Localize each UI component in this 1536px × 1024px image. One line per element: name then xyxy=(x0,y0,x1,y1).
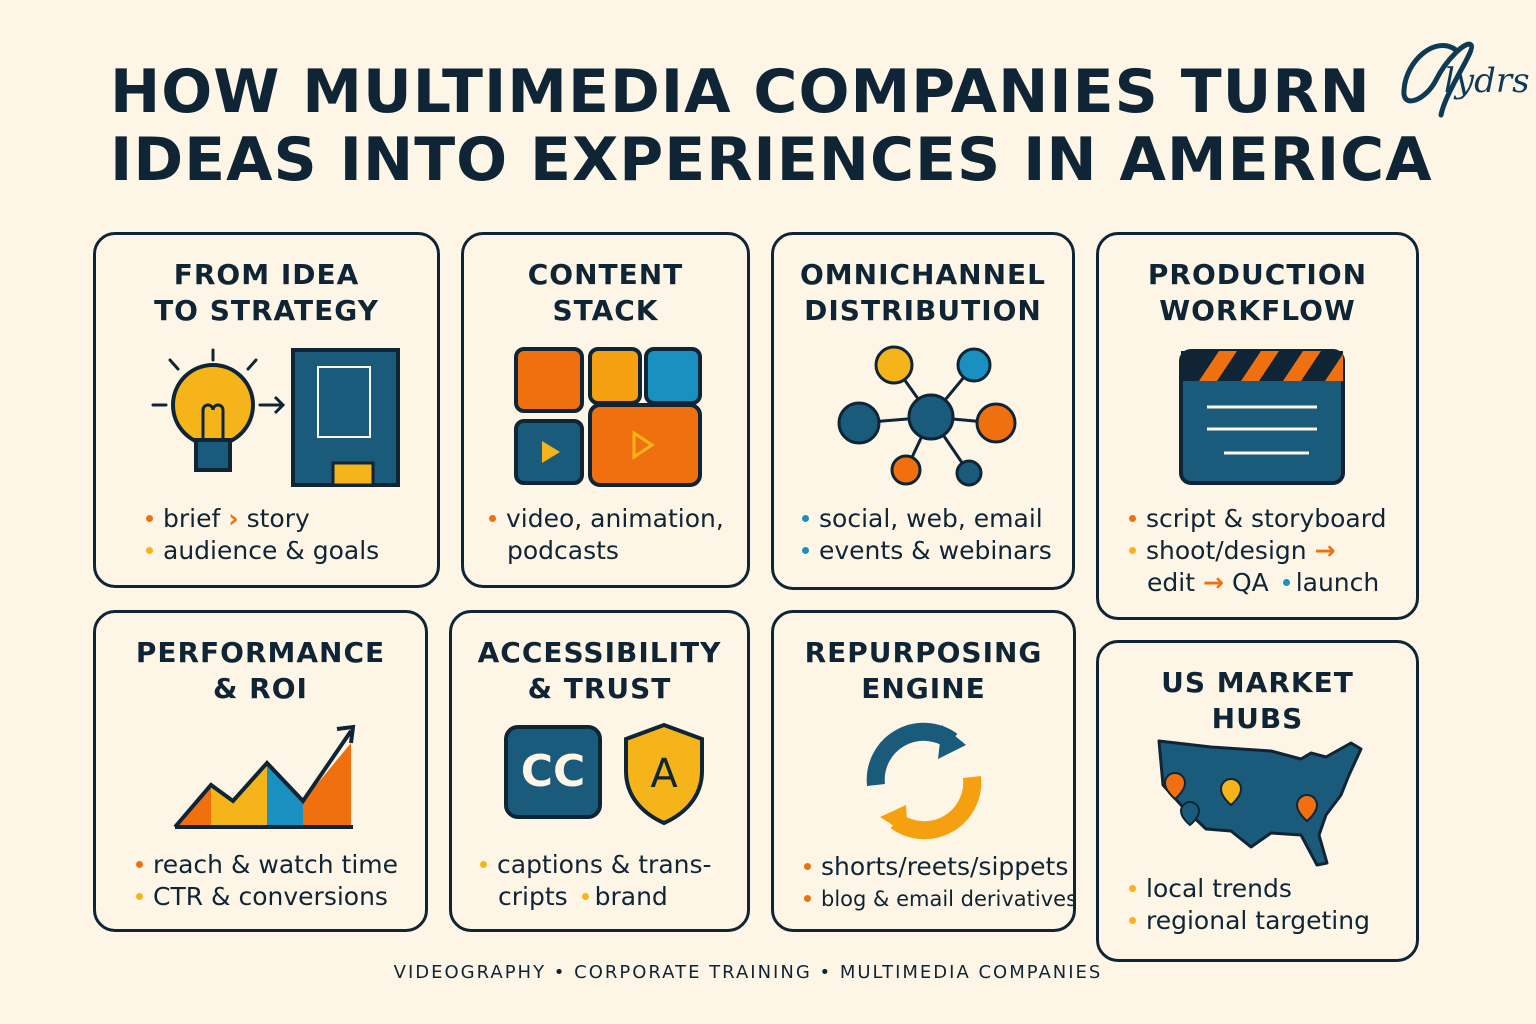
bullet-text: events & webinars xyxy=(819,536,1052,565)
bullet-text: regional targeting xyxy=(1146,906,1370,935)
bullet-text: cripts xyxy=(498,882,568,911)
card-title: PERFORMANCE xyxy=(135,636,386,669)
card-title: TO STRATEGY xyxy=(154,294,379,327)
card-title: & TRUST xyxy=(527,672,672,705)
card-accessibility-trust: ACCESSIBILITY& TRUST CC A captions & tra… xyxy=(449,610,750,932)
network-icon xyxy=(837,345,1017,487)
bullet-text: CTR & conversions xyxy=(153,882,388,911)
bullet-text: captions & trans- xyxy=(497,850,712,879)
arrow-icon: › xyxy=(228,504,239,533)
svg-text:lydrs: lydrs xyxy=(1444,61,1530,101)
title-line-1: HOW MULTIMEDIA COMPANIES TURN xyxy=(110,57,1371,127)
bullet-line: events & webinars xyxy=(802,535,1052,567)
bullet-line: reach & watch time xyxy=(136,849,398,881)
card-title: ENGINE xyxy=(861,672,986,705)
card-title: & ROI xyxy=(213,672,308,705)
content-tiles-icon xyxy=(514,347,702,487)
bullet-text: QA xyxy=(1231,568,1269,597)
bullet-text: brief xyxy=(163,504,221,533)
card-title: DISTRIBUTION xyxy=(804,294,1042,327)
closed-captions-icon: CC xyxy=(504,725,602,819)
card-performance-roi: PERFORMANCE& ROI reach & watch time CTR … xyxy=(93,610,428,932)
bullet-text: edit xyxy=(1147,568,1195,597)
card-title: PRODUCTION xyxy=(1147,258,1368,291)
bullet-line: cripts brand xyxy=(498,881,668,913)
shield-icon: A xyxy=(624,722,704,826)
card-title: STACK xyxy=(552,294,659,327)
bullet-line: podcasts xyxy=(507,535,619,567)
arrow-icon: → xyxy=(1203,568,1224,597)
bullet-line: CTR & conversions xyxy=(136,881,388,913)
card-title: REPURPOSING xyxy=(804,636,1043,669)
bullet-line: brief›story xyxy=(146,503,310,535)
bullet-line: script & storyboard xyxy=(1129,503,1386,535)
bullet-text: audience & goals xyxy=(163,536,380,565)
bullet-text: shoot/design xyxy=(1146,536,1307,565)
card-title: OMNICHANNEL xyxy=(799,258,1046,291)
arrow-icon: → xyxy=(1314,536,1336,565)
lightbulb-to-document-icon xyxy=(151,348,400,487)
bullet-text: podcasts xyxy=(507,536,619,565)
svg-text:A: A xyxy=(650,751,678,797)
bullet-line: shorts/reets/sippets xyxy=(804,851,1068,883)
card-title: FROM IDEA xyxy=(173,258,360,291)
bullet-line: video, animation, xyxy=(489,503,724,535)
bullet-line: social, web, email xyxy=(802,503,1043,535)
bullet-line: regional targeting xyxy=(1129,905,1370,937)
card-title: US MARKET xyxy=(1161,666,1354,699)
bullet-line: blog & email derivatives xyxy=(804,883,1077,915)
bullet-line: edit →QA launch xyxy=(1147,567,1379,599)
card-title: ACCESSIBILITY xyxy=(477,636,722,669)
bullet-text: local trends xyxy=(1146,874,1292,903)
card-title: CONTENT xyxy=(527,258,684,291)
growth-chart-icon xyxy=(173,724,356,829)
bullet-line: local trends xyxy=(1129,873,1292,905)
refresh-cycle-icon xyxy=(866,722,982,840)
bullet-text: reach & watch time xyxy=(153,850,398,879)
clapperboard-icon xyxy=(1179,349,1345,485)
bullet-text: story xyxy=(246,504,310,533)
bullet-line: captions & trans- xyxy=(480,849,712,881)
page-title: HOW MULTIMEDIA COMPANIES TURN IDEAS INTO… xyxy=(110,58,1433,194)
bullet-line: audience & goals xyxy=(146,535,379,567)
us-map-pins-icon xyxy=(1157,739,1363,867)
card-title: HUBS xyxy=(1211,702,1304,735)
bullet-text: blog & email derivatives xyxy=(821,887,1078,911)
title-line-2: IDEAS INTO EXPERIENCES IN AMERICA xyxy=(110,125,1433,195)
bullet-text: launch xyxy=(1295,568,1380,597)
bullet-text: shorts/reets/sippets xyxy=(821,852,1069,881)
card-title: WORKFLOW xyxy=(1159,294,1356,327)
bullet-text: brand xyxy=(594,882,668,911)
bullet-line: shoot/design→ xyxy=(1129,535,1344,567)
footer-tagline: VIDEOGRAPHY • CORPORATE TRAINING • MULTI… xyxy=(393,962,1103,983)
bullet-text: video, animation, xyxy=(506,504,724,533)
glydrs-logo: lydrs xyxy=(1401,41,1530,118)
bullet-text: script & storyboard xyxy=(1146,504,1387,533)
bullet-text: social, web, email xyxy=(819,504,1043,533)
